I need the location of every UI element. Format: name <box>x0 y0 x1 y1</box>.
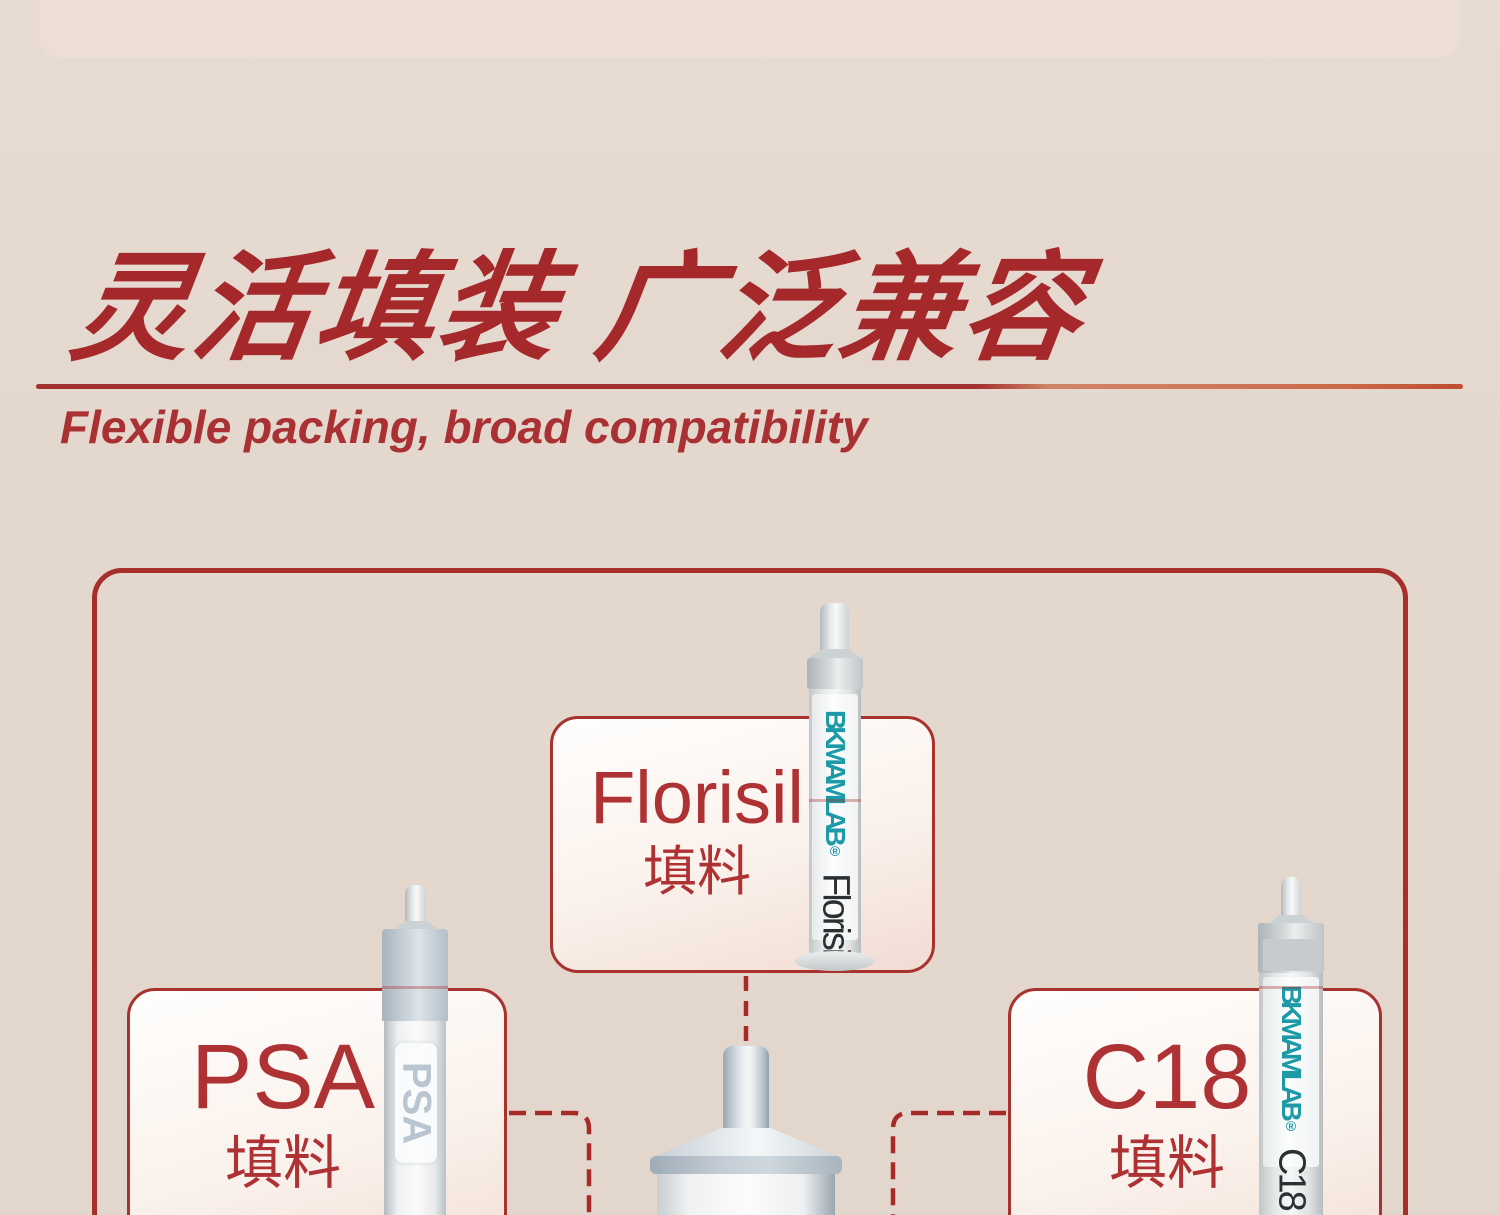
registered-mark-icon: ® <box>1283 1117 1299 1134</box>
psa-box-name: PSA <box>190 1026 376 1128</box>
c18-box-text: C18 填料 <box>1047 1029 1287 1195</box>
florisil-box-text: Florisil 填料 <box>567 759 827 902</box>
c18-column-collar <box>1258 923 1324 973</box>
center-spe-cartridge <box>650 1046 842 1215</box>
center-cartridge-cone <box>651 1128 841 1158</box>
c18-column-name-text: C18 <box>1270 1147 1313 1209</box>
psa-box-material: 填料 <box>224 1130 341 1196</box>
florisil-column-barrel: BKMAMLAB® Florisil <box>809 689 861 959</box>
florisil-label-box: Florisil 填料 <box>550 716 935 973</box>
psa-box-text: PSA 填料 <box>158 1029 408 1195</box>
c18-column-tip <box>1281 877 1301 917</box>
psa-dashed-connector <box>509 1110 592 1215</box>
border-showthrough <box>382 986 448 989</box>
psa-column-sticker: PSA <box>394 1043 439 1163</box>
psa-column-name-text: PSA <box>394 1061 439 1145</box>
psa-column-tip <box>405 885 426 923</box>
border-showthrough <box>1259 986 1323 989</box>
c18-dashed-connector <box>890 1110 1006 1215</box>
c18-column-frit <box>1263 939 1319 971</box>
psa-column-collar <box>382 929 448 1021</box>
page-title: 灵活填装 广泛兼容 <box>63 243 1096 375</box>
florisil-column-tip <box>820 603 849 651</box>
c18-box-material: 填料 <box>1108 1130 1225 1196</box>
florisil-column-flange <box>795 951 875 971</box>
c18-box-name: C18 <box>1082 1026 1252 1128</box>
psa-column-shoulder <box>393 921 439 930</box>
title-underline <box>36 384 1463 389</box>
c18-spe-column: BKMAMLAB® C18 <box>1256 877 1326 1215</box>
c18-column-barrel: BKMAMLAB® C18 <box>1259 973 1323 1215</box>
florisil-column-collar <box>807 658 863 689</box>
border-showthrough <box>809 799 861 802</box>
previous-card-bottom <box>40 0 1460 58</box>
psa-column-barrel: PSA <box>384 1021 446 1215</box>
c18-column-shoulder <box>1267 915 1315 924</box>
florisil-column-shoulder <box>807 649 863 659</box>
diagram-card-border <box>92 568 1408 1215</box>
center-cartridge-barrel <box>657 1174 835 1215</box>
florisil-dashed-connector <box>743 976 749 1050</box>
c18-column-label: BKMAMLAB® C18 <box>1263 977 1319 1209</box>
florisil-brand-text: BKMAMLAB® <box>820 710 851 859</box>
psa-spe-column: PSA <box>379 885 451 1215</box>
registered-mark-icon: ® <box>827 842 843 859</box>
florisil-box-material: 填料 <box>643 841 751 902</box>
florisil-box-name: Florisil <box>590 756 804 839</box>
center-cartridge-tip <box>723 1046 769 1132</box>
c18-brand-text: BKMAMLAB® <box>1276 985 1307 1134</box>
center-cartridge-collar <box>650 1156 842 1174</box>
florisil-spe-column: BKMAMLAB® Florisil <box>794 603 876 973</box>
florisil-column-name-text: Florisil <box>814 872 857 959</box>
florisil-column-label: BKMAMLAB® Florisil <box>812 694 858 959</box>
page-subtitle: Flexible packing, broad compatibility <box>60 401 868 453</box>
